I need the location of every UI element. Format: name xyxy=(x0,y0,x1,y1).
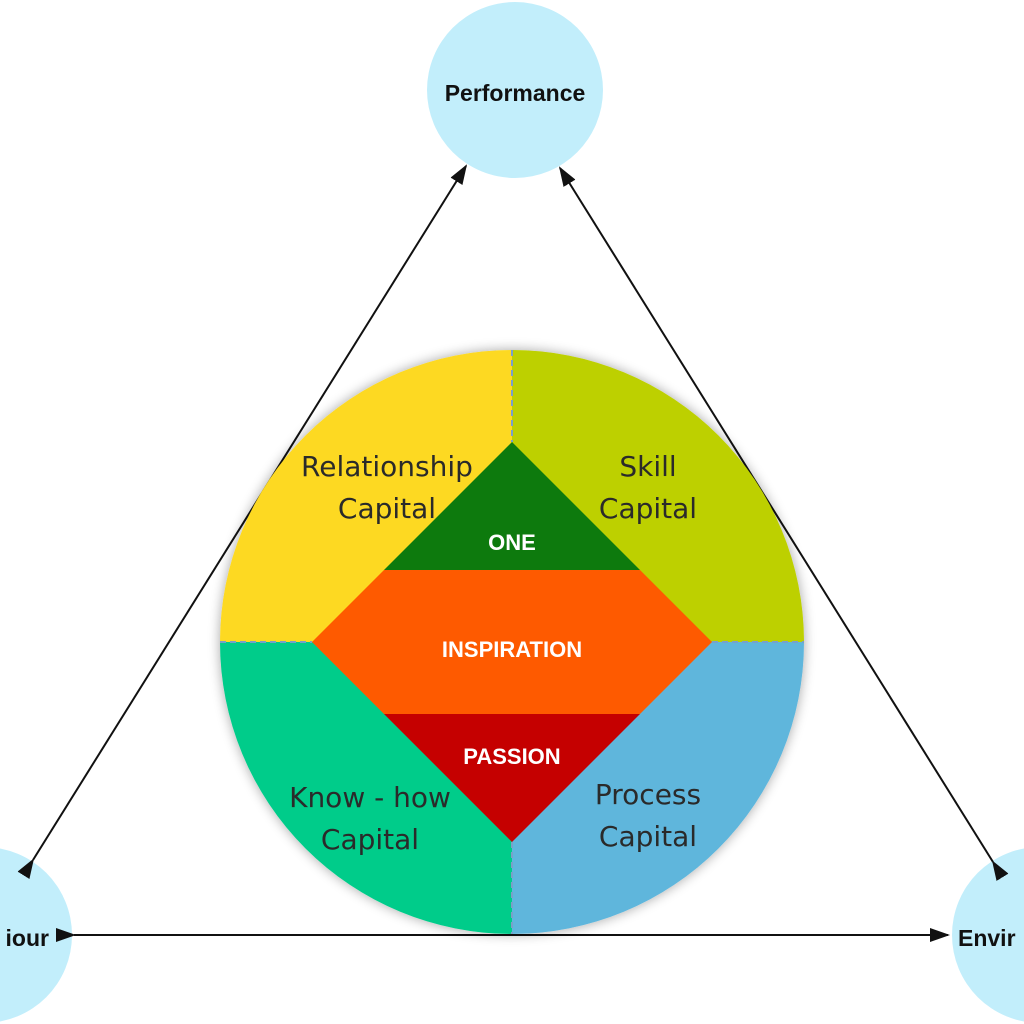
performance-label: Performance xyxy=(445,80,586,106)
core-one-label: ONE xyxy=(488,530,536,555)
process-capital-line2: Capital xyxy=(599,820,697,853)
relationship-capital-line1: Relationship xyxy=(301,450,473,483)
relationship-capital-line2: Capital xyxy=(338,492,436,525)
core-top-one xyxy=(384,442,640,570)
knowhow-capital-line1: Know - how xyxy=(289,781,451,814)
core-bottom-passion xyxy=(384,714,640,842)
process-capital-line1: Process xyxy=(595,778,701,811)
environment-label: Envir xyxy=(958,925,1016,951)
arrow-left-top xyxy=(17,164,468,879)
core-passion-label: PASSION xyxy=(463,744,560,769)
performance-node xyxy=(427,2,603,178)
skill-capital-line2: Capital xyxy=(599,492,697,525)
skill-capital-line1: Skill xyxy=(619,450,676,483)
capital-wheel xyxy=(220,350,804,934)
arrow-right-top xyxy=(558,166,1009,881)
arrows xyxy=(17,164,1009,942)
core-middle-inspiration xyxy=(312,570,712,714)
knowhow-capital-line2: Capital xyxy=(321,823,419,856)
behaviour-label: iour xyxy=(6,925,49,951)
environment-node xyxy=(952,848,1024,1022)
behaviour-node xyxy=(0,848,72,1022)
core-inspiration-label: INSPIRATION xyxy=(442,637,582,662)
